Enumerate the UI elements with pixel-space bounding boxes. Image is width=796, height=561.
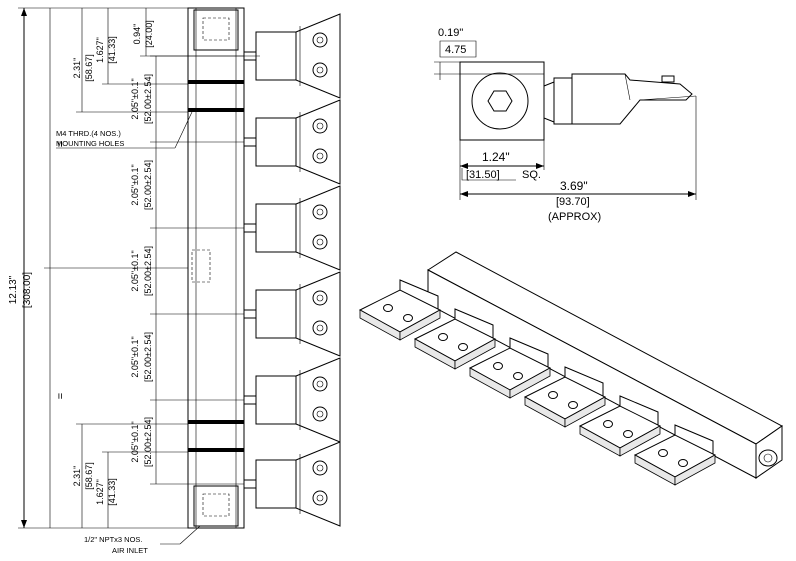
top-dim-inner: 0.94" bbox=[132, 24, 142, 45]
side-view: 0.19" 4.75 1.24" [31.50] SQ. 3.69" [93.7… bbox=[434, 27, 697, 223]
bottom-dim-mid: 1.627" bbox=[95, 479, 105, 505]
nozzle-screw-icon bbox=[312, 204, 328, 220]
nozzle-screw-icon bbox=[312, 376, 328, 392]
overall-height-label: 12.13" bbox=[8, 275, 19, 304]
bottom-air-inlet bbox=[193, 485, 239, 527]
overall-height-mm-label: [308.00] bbox=[22, 272, 33, 308]
pitch-mm-label: [52.00±2.54] bbox=[143, 160, 153, 210]
iso-screw-icon bbox=[658, 449, 668, 457]
square-mm-label: [31.50] bbox=[466, 169, 500, 181]
mounting-note-line2: MOUNTING HOLES bbox=[56, 139, 124, 148]
pitch-label: 2.05"±0.1" bbox=[130, 164, 140, 205]
length-mm-label: [93.70] bbox=[556, 196, 590, 208]
hex-socket-icon bbox=[487, 90, 513, 112]
pitch-dimensions: 2.05"±0.1"[52.00±2.54]2.05"±0.1"[52.00±2… bbox=[130, 55, 244, 485]
isometric-view bbox=[358, 251, 783, 486]
mounting-hole-bands bbox=[188, 80, 244, 452]
iso-screw-icon bbox=[493, 362, 503, 370]
top-dim-mid: 1.627" bbox=[95, 37, 105, 63]
iso-nozzle-group bbox=[358, 279, 717, 486]
nozzle-screw-icon bbox=[312, 490, 328, 506]
manifold-end-block bbox=[459, 61, 545, 141]
pitch-mm-label: [52.00±2.54] bbox=[143, 74, 153, 124]
iso-screw-icon bbox=[548, 391, 558, 399]
inlet-note-line2: AIR INLET bbox=[112, 546, 148, 555]
iso-nozzle-4 bbox=[523, 366, 607, 428]
nozzle-group bbox=[243, 13, 341, 527]
mounting-note-line1: M4 THRD.(4 NOS.) bbox=[56, 129, 121, 138]
iso-screw-icon bbox=[458, 343, 468, 351]
nozzle-2 bbox=[243, 99, 341, 185]
nozzle-screw-icon bbox=[312, 406, 328, 422]
length-note-label: (APPROX) bbox=[548, 211, 601, 223]
inlet-note-line1: 1/2" NPTx3 NOS. bbox=[84, 535, 143, 544]
top-dim-outer: 2.31" bbox=[72, 58, 82, 79]
pitch-label: 2.05"±0.1" bbox=[130, 421, 140, 462]
nozzle-screw-icon bbox=[312, 234, 328, 250]
iso-screw-icon bbox=[568, 401, 578, 409]
pitch-label: 2.05"±0.1" bbox=[130, 336, 140, 377]
iso-screw-icon bbox=[438, 333, 448, 341]
manifold-end-port bbox=[758, 449, 778, 467]
nozzle-screw-icon bbox=[312, 62, 328, 78]
iso-nozzle-3 bbox=[468, 337, 552, 399]
pitch-mm-label: [52.00±2.54] bbox=[143, 417, 153, 467]
iso-nozzle-2 bbox=[413, 308, 497, 370]
nozzle-3 bbox=[243, 185, 341, 271]
pitch-label: 2.05"±0.1" bbox=[130, 78, 140, 119]
top-dim-inner-mm: [24.00] bbox=[144, 20, 154, 48]
nozzle-5 bbox=[243, 357, 341, 443]
bottom-dim-outer-mm: [58.67] bbox=[84, 462, 94, 490]
iso-screw-icon bbox=[403, 314, 413, 322]
nozzle-screw-icon bbox=[312, 148, 328, 164]
square-label: 1.24" bbox=[482, 150, 510, 164]
iso-screw-icon bbox=[383, 304, 393, 312]
center-air-inlet bbox=[191, 249, 211, 283]
equal-mark-bottom: = bbox=[55, 393, 67, 399]
length-label: 3.69" bbox=[560, 179, 588, 193]
top-dim-outer-mm: [58.67] bbox=[84, 54, 94, 82]
top-air-inlet bbox=[193, 9, 239, 51]
nozzle-screw-icon bbox=[312, 118, 328, 134]
thickness-mm-label: 4.75 bbox=[445, 44, 466, 56]
top-dim-mid-mm: [41.33] bbox=[107, 36, 117, 64]
nozzle-1 bbox=[243, 13, 341, 99]
nozzle-screw-icon bbox=[312, 460, 328, 476]
front-view: 12.13" [308.00] = = 2.31" [58.67] 1.627"… bbox=[8, 7, 341, 555]
iso-nozzle-5 bbox=[578, 395, 662, 457]
nozzle-profile bbox=[571, 73, 693, 125]
thickness-label: 0.19" bbox=[438, 27, 463, 39]
pitch-label: 2.05"±0.1" bbox=[130, 250, 140, 291]
iso-screw-icon bbox=[603, 420, 613, 428]
bottom-dim-mid-mm: [41.33] bbox=[107, 478, 117, 506]
bottom-dim-outer: 2.31" bbox=[72, 466, 82, 487]
iso-nozzle-6 bbox=[633, 424, 717, 486]
mounting-holes-callout: M4 THRD.(4 NOS.) MOUNTING HOLES bbox=[56, 111, 193, 149]
iso-screw-icon bbox=[678, 459, 688, 467]
pitch-mm-label: [52.00±2.54] bbox=[143, 246, 153, 296]
pitch-mm-label: [52.00±2.54] bbox=[143, 332, 153, 382]
iso-screw-icon bbox=[513, 372, 523, 380]
iso-nozzle-1 bbox=[358, 279, 442, 341]
equal-mark-top: = bbox=[55, 141, 67, 147]
nozzle-screw-icon bbox=[312, 290, 328, 306]
air-inlet-callout: 1/2" NPTx3 NOS. AIR INLET bbox=[84, 525, 201, 555]
iso-screw-icon bbox=[623, 430, 633, 438]
nozzle-6 bbox=[243, 441, 341, 527]
manifold-bore-circle bbox=[471, 72, 529, 130]
nozzle-screw-icon bbox=[312, 320, 328, 336]
nozzle-4 bbox=[243, 271, 341, 357]
square-suffix-label: SQ. bbox=[522, 169, 541, 181]
nozzle-screw-icon bbox=[312, 32, 328, 48]
